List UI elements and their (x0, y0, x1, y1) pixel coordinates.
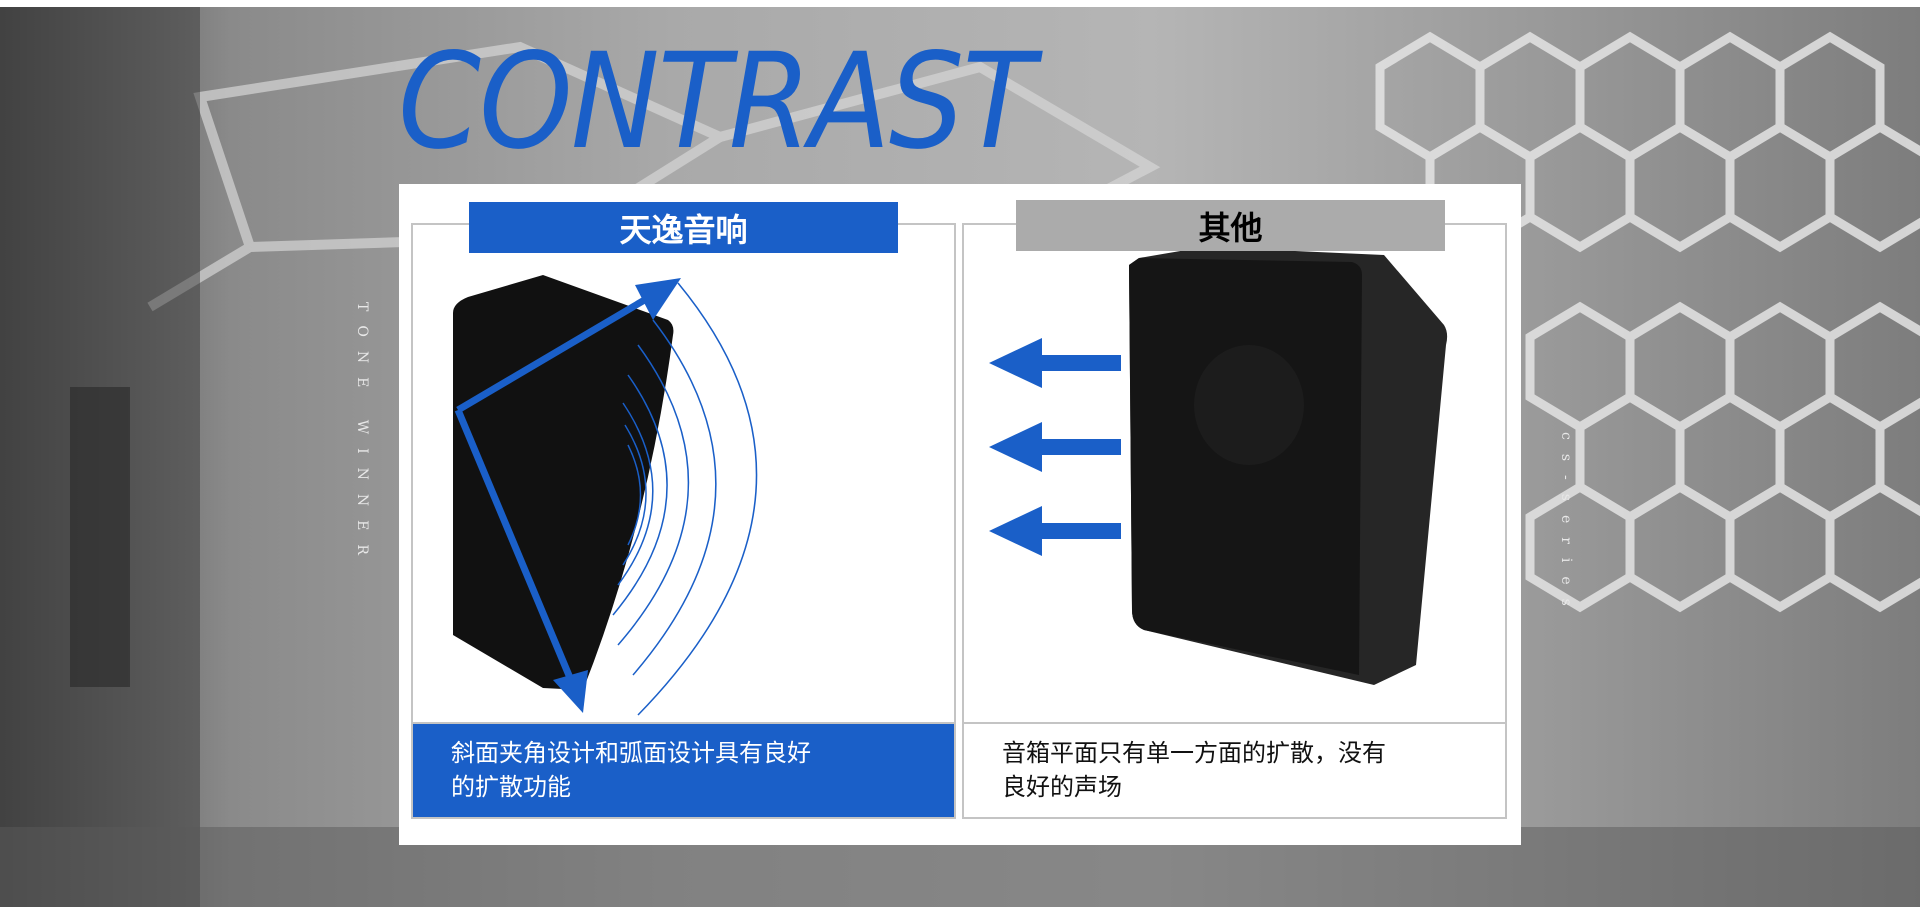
caption-line: 的扩散功能 (451, 773, 571, 801)
sound-waves-icon (612, 282, 758, 716)
angled-speaker-diagram (453, 275, 758, 716)
comparison-card: 天逸音响 斜面夹角设计和弧面设计具有良好 的扩散功能 音箱平面只有单一方面的扩散… (399, 184, 1521, 845)
tone-winner-panel: 天逸音响 斜面夹角设计和弧面设计具有良好 的扩散功能 (411, 202, 956, 819)
side-brand-text: TONE WINNER (354, 302, 370, 569)
other-caption: 音箱平面只有单一方面的扩散，没有 良好的声场 (964, 722, 1505, 817)
page-title: CONTRAST (398, 25, 1035, 179)
caption-line: 斜面夹角设计和弧面设计具有良好 (451, 739, 811, 767)
other-header: 其他 (1016, 200, 1445, 251)
flat-speaker-diagram (989, 247, 1448, 685)
diffusion-arrows-icon (454, 278, 681, 713)
side-series-text: cs-series (1558, 432, 1574, 620)
caption-line: 良好的声场 (1002, 773, 1122, 801)
tone-winner-header: 天逸音响 (469, 202, 898, 253)
other-panel: 音箱平面只有单一方面的扩散，没有 良好的声场 (962, 223, 1507, 819)
single-direction-arrows-icon (989, 338, 1121, 556)
caption-line: 音箱平面只有单一方面的扩散，没有 (1002, 739, 1386, 767)
tone-winner-caption: 斜面夹角设计和弧面设计具有良好 的扩散功能 (413, 722, 954, 817)
